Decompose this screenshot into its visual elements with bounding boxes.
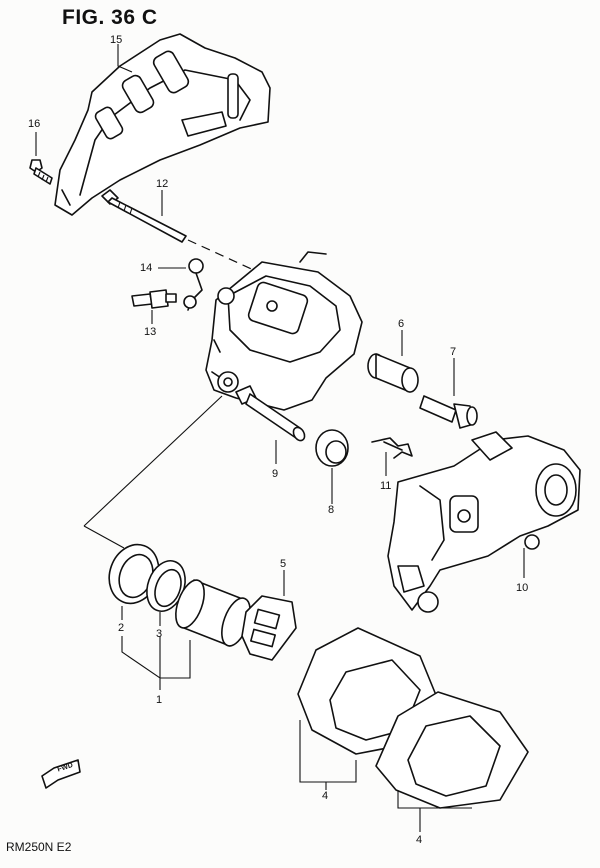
leader-lines <box>35 44 525 832</box>
bracket-10 <box>387 431 581 613</box>
bolt-7 <box>419 395 478 429</box>
callout-14: 14 <box>140 262 153 274</box>
callout-11: 11 <box>380 480 392 492</box>
cap-14 <box>183 258 204 311</box>
callout-2: 2 <box>118 622 125 634</box>
callout-1: 1 <box>156 694 163 706</box>
callout-12: 12 <box>156 178 169 190</box>
callout-8: 8 <box>328 504 335 516</box>
bushing-6 <box>367 353 419 393</box>
callout-7: 7 <box>450 346 457 358</box>
callout-5: 5 <box>280 558 287 570</box>
callout-13: 13 <box>144 326 157 338</box>
callout-4-lower: 4 <box>416 834 423 846</box>
boot-8 <box>315 429 349 467</box>
spring-11 <box>371 437 413 459</box>
callout-16: 16 <box>28 118 41 130</box>
slide-pin-9 <box>235 385 306 442</box>
shim-5 <box>241 595 297 661</box>
caliper-body <box>205 251 363 411</box>
brake-pad-b <box>375 691 529 809</box>
callout-9: 9 <box>272 468 279 480</box>
figure-title: FIG. 36 C <box>62 6 158 29</box>
screw-16 <box>29 159 53 185</box>
callout-6: 6 <box>398 318 405 330</box>
bleeder-13 <box>131 289 177 309</box>
guard-plate <box>54 33 271 216</box>
pin-12 <box>101 189 187 243</box>
fwd-arrow-icon <box>41 759 81 789</box>
callout-15: 15 <box>110 34 123 46</box>
callout-3: 3 <box>156 628 163 640</box>
model-code: RM250N E2 <box>6 840 72 854</box>
callout-10: 10 <box>516 582 529 594</box>
callout-4-upper: 4 <box>322 790 329 802</box>
